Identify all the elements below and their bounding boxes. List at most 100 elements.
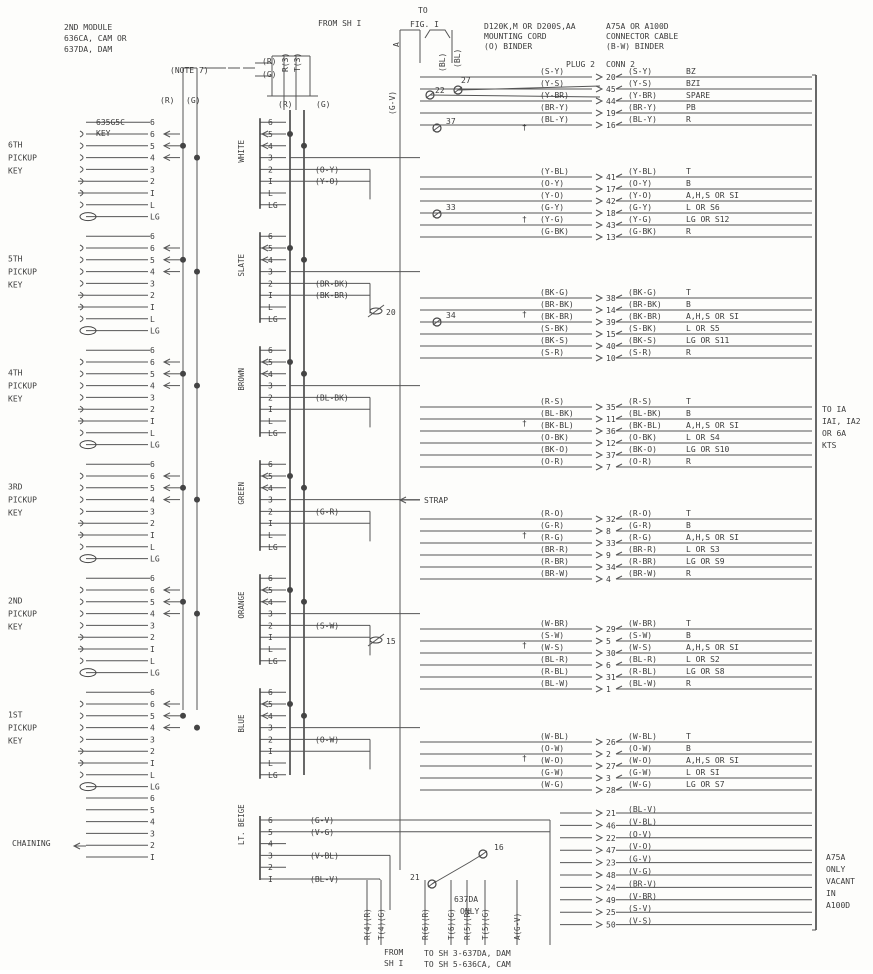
- vacant-note: A75A: [826, 853, 845, 862]
- terminal-pin-label: 2: [268, 621, 273, 630]
- plug-wire-label: (G-BK): [540, 227, 569, 236]
- key-spring: [79, 735, 84, 743]
- splice-slash: [367, 304, 385, 318]
- conn-function-label: R: [686, 227, 691, 236]
- terminal-pin-label: I: [268, 633, 273, 642]
- junction-dot: [287, 473, 293, 479]
- key-pin-label: 3: [150, 507, 155, 516]
- conn-function-label: B: [686, 631, 691, 640]
- key-spring: [79, 712, 84, 720]
- group-arrow: [260, 700, 269, 708]
- terminal-pin-label: L: [268, 303, 273, 312]
- key-spring: [79, 586, 84, 594]
- conn-wire-label: (O-Y): [628, 179, 652, 188]
- conn-function-label: T: [686, 732, 691, 741]
- key-pin-label: 6: [150, 586, 155, 595]
- plug-arrow: [595, 786, 604, 794]
- plug-pin-number: 27: [606, 762, 616, 771]
- plug-arrow: [595, 846, 604, 854]
- key-pin-label: 4: [150, 724, 155, 733]
- plug-arrow: [595, 575, 604, 583]
- terminal-pin-label: 4: [268, 712, 273, 721]
- plug-wire-label: (S-R): [540, 348, 564, 357]
- plug-arrow: [595, 403, 604, 411]
- conn-wire-label: (BK-G): [628, 288, 657, 297]
- terminal-pin-label: 6: [268, 688, 273, 697]
- key-pin-label: 5: [150, 142, 155, 151]
- conn-wire-label: (G-Y): [628, 203, 652, 212]
- plug-wire-label: (BR-Y): [540, 103, 569, 112]
- plug-arrow: [595, 750, 604, 758]
- lamp-icon: [79, 554, 97, 564]
- mounting-cord-label: MOUNTING CORD: [484, 32, 547, 41]
- conn-wire-label: (W-BL): [628, 732, 657, 741]
- module-label: 636CA, CAM OR: [64, 34, 127, 43]
- terminal-pin-label: 3: [268, 610, 273, 619]
- key-pin-label: 5: [150, 256, 155, 265]
- junction-dot: [180, 484, 186, 491]
- conn-function-label: B: [686, 179, 691, 188]
- plug-wire-label: (BL-BK): [540, 409, 574, 418]
- terminal-pin-label: 2: [268, 507, 273, 516]
- key-pin-label: 2: [150, 519, 155, 528]
- terminal-pin-label: 5: [268, 700, 273, 709]
- conn-wire-label: (BL-W): [628, 679, 657, 688]
- plug-arrow: [595, 738, 604, 746]
- key-pin-label: 6: [150, 574, 155, 583]
- terminal-37-slash: [432, 124, 442, 132]
- plug-arrow: [595, 515, 604, 523]
- plug-label: PLUG 2: [566, 60, 595, 69]
- color-group-label: WHITE: [237, 140, 246, 163]
- plug-pin-number: 21: [606, 809, 616, 818]
- lamp-icon: [79, 782, 97, 792]
- key-pin-label: 4: [150, 496, 155, 505]
- plug-pin-number: 40: [606, 342, 616, 351]
- terminal-pin-label: 4: [268, 256, 273, 265]
- bottom-vertical-label: R(5)(R): [463, 908, 472, 940]
- pickup-key-label: PICKUP: [8, 154, 37, 163]
- pickup-key-label: 4TH: [8, 369, 23, 378]
- key-spring: [79, 472, 84, 480]
- terminal-pin-label: 3: [268, 724, 273, 733]
- conn-wire-label: (BR-BK): [628, 300, 662, 309]
- plug-arrow: [595, 121, 604, 129]
- conn-wire-label: (V-O): [628, 842, 652, 851]
- key-type-label: KEY: [96, 129, 111, 138]
- terminal-pin-label: L: [268, 417, 273, 426]
- plug-pin-number: 39: [606, 318, 616, 327]
- strap-label: STRAP: [424, 496, 448, 505]
- conn-function-label: R: [686, 115, 691, 124]
- conn-label: CONN 2: [606, 60, 635, 69]
- plug-arrow: [595, 809, 604, 817]
- plug-arrow: [595, 354, 604, 362]
- key-pin-label: 2: [150, 405, 155, 414]
- plug-pin-number: 28: [606, 786, 616, 795]
- plug-pin-number: 44: [606, 97, 616, 106]
- plug-arrow: [595, 649, 604, 657]
- plug-pin-number: 1: [606, 685, 611, 694]
- conn-wire-label: (BL-Y): [628, 115, 657, 124]
- conn-wire-label: (G-BK): [628, 227, 657, 236]
- plug-pin-number: 22: [606, 834, 616, 843]
- terminal-pin-label: 3: [268, 496, 273, 505]
- conn-wire-label: (O-BK): [628, 433, 657, 442]
- conn-wire-label: (R-G): [628, 533, 652, 542]
- plug-arrow: [595, 294, 604, 302]
- plug-arrow: [595, 883, 604, 891]
- terminal-pin-label: LG: [268, 771, 278, 780]
- pickup-key-label: 6TH: [8, 141, 23, 150]
- conn-wire-label: (O-R): [628, 457, 652, 466]
- pickup-key-label: PICKUP: [8, 268, 37, 277]
- plug-pin-number: 25: [606, 908, 616, 917]
- key-pin-label: 2: [150, 747, 155, 756]
- conn-function-label: T: [686, 397, 691, 406]
- key-spring: [79, 771, 84, 779]
- conn-function-label: B: [686, 744, 691, 753]
- terminal-pin-label: 5: [268, 244, 273, 253]
- bottom-vertical-label: R(6)(R): [421, 908, 430, 940]
- plug-wire-label: (BL-Y): [540, 115, 569, 124]
- pair-label: (Y-O): [315, 177, 339, 186]
- key-pin-label: 4: [150, 268, 155, 277]
- key-pin-label: 6: [150, 472, 155, 481]
- plug-arrow: [595, 821, 604, 829]
